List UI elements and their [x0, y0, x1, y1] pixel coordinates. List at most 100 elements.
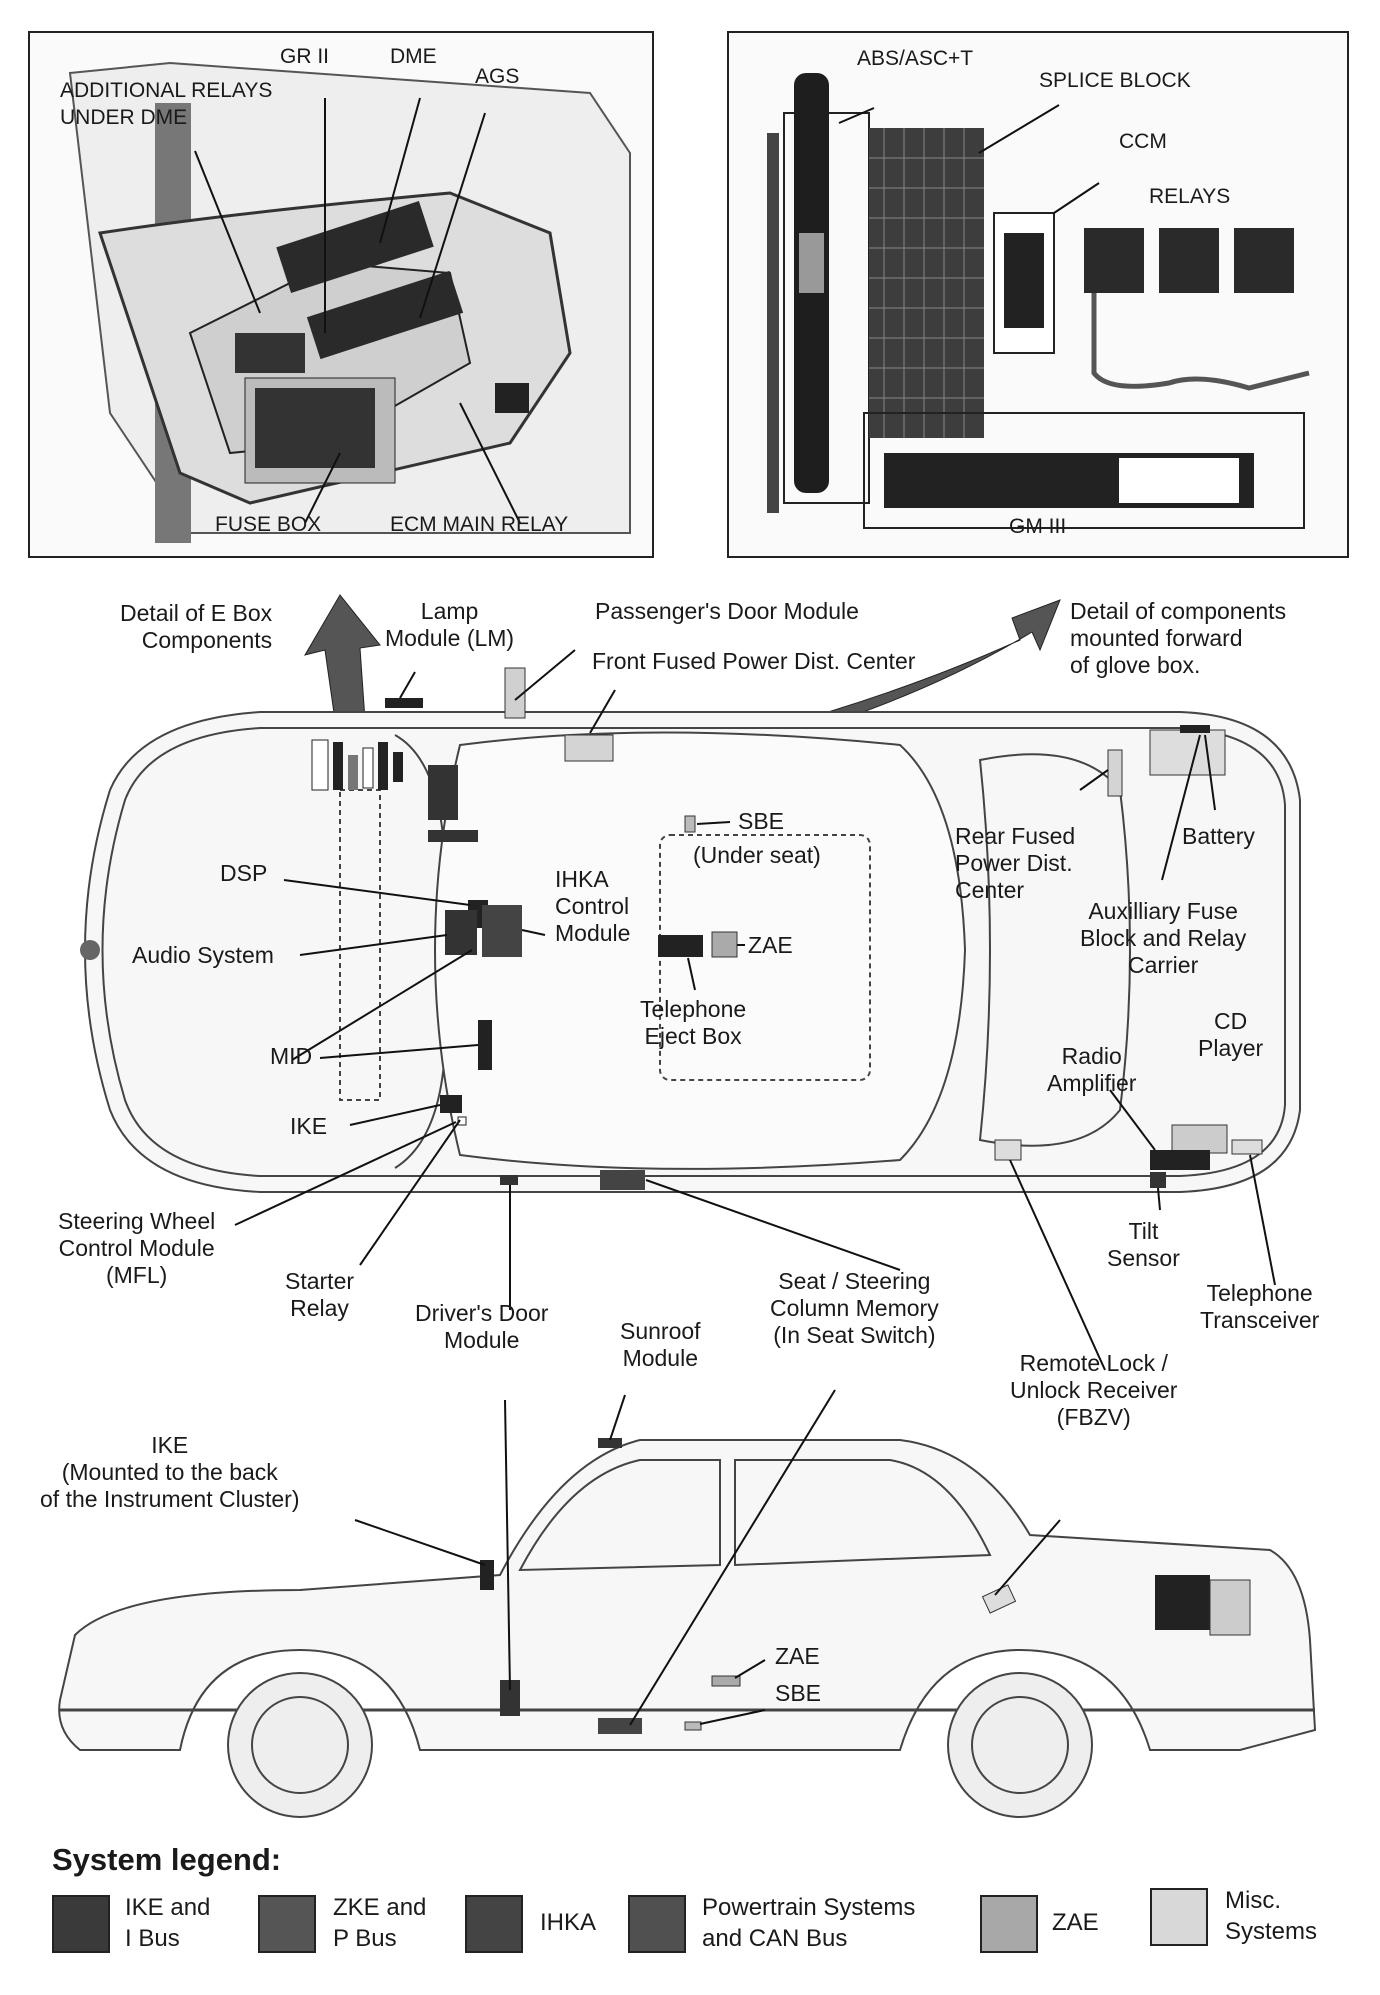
- callout-battery: Battery: [1182, 823, 1255, 849]
- callout-lamp-module: Lamp Module (LM): [385, 598, 515, 651]
- glovebox-illustration: [767, 73, 1310, 529]
- callout-radio-amplifier: Radio Amplifier: [1047, 1043, 1137, 1096]
- glovebox-detail-panel: ABS/ASC+T SPLICE BLOCK CCM RELAYS GM III: [727, 31, 1349, 558]
- aux-fuse-block: [1180, 725, 1210, 733]
- radio-amplifier: [1150, 1150, 1210, 1170]
- front-fused-pdc: [564, 734, 614, 762]
- callout-detail-ebox: Detail of E Box Components: [120, 600, 273, 653]
- sbe-top-sensor: [684, 815, 696, 833]
- legend-swatch-misc: [1150, 1888, 1208, 1946]
- ike-side-unit: [480, 1560, 494, 1590]
- legend-label-ike: IKE and I Bus: [125, 1894, 211, 1952]
- callout-cd-player: CD Player: [1198, 1008, 1264, 1061]
- callout-dsp: DSP: [220, 860, 268, 886]
- center-console-components: [428, 765, 478, 842]
- callout-front-fused: Front Fused Power Dist. Center: [592, 648, 916, 674]
- callout-ike-side: IKE (Mounted to the back of the Instrume…: [40, 1432, 300, 1512]
- legend-label-ihka: IHKA: [540, 1909, 597, 1936]
- legend-swatch-zke: [258, 1895, 316, 1953]
- callout-mid: MID: [270, 1043, 313, 1069]
- ihka-control-module: [482, 905, 522, 957]
- trunk-components: [1155, 1575, 1251, 1636]
- side-view-leader-lines: [354, 1389, 1061, 1726]
- callout-remote-lock: Remote Lock / Unlock Receiver (FBZV): [1010, 1350, 1178, 1430]
- dme-unit: [276, 200, 434, 294]
- abs-label: ABS/ASC+T: [857, 47, 974, 70]
- callout-under-seat: (Under seat): [693, 842, 821, 868]
- ecm-main-relay: [495, 383, 529, 413]
- callout-steering-wheel: Steering Wheel Control Module (MFL): [58, 1208, 216, 1288]
- splice-block: [869, 128, 984, 438]
- telephone-transceiver: [1231, 1139, 1263, 1155]
- additional-relays-label: ADDITIONAL RELAYS UNDER DME: [60, 79, 273, 129]
- ike-top-unit: [440, 1095, 462, 1113]
- remote-lock-side: [981, 1584, 1017, 1614]
- relay-2: [1159, 228, 1219, 293]
- zae-top-unit: [711, 931, 738, 958]
- callout-zae-top: ZAE: [748, 932, 793, 958]
- gm3-label: GM III: [1009, 515, 1067, 538]
- legend-label-zke: ZKE and P Bus: [333, 1894, 427, 1952]
- drivers-door-module: [500, 1680, 520, 1716]
- relay-1: [1084, 228, 1144, 293]
- ebox-components: [311, 739, 403, 791]
- callout-sunroof: Sunroof Module: [620, 1318, 701, 1371]
- callout-passenger-door: Passenger's Door Module: [595, 598, 859, 624]
- relay-3: [1234, 228, 1294, 293]
- legend-label-misc: Misc. Systems: [1225, 1887, 1318, 1945]
- callout-drivers-door: Driver's Door Module: [415, 1300, 549, 1353]
- callout-tilt-sensor: Tilt Sensor: [1107, 1218, 1180, 1271]
- gr2-label: GR II: [280, 45, 330, 68]
- mid-unit: [478, 1020, 492, 1070]
- lamp-module: [385, 698, 423, 708]
- starter-relay: [500, 1175, 518, 1185]
- legend-label-powertrain: Powertrain Systems and CAN Bus: [702, 1894, 916, 1952]
- callout-ike-top: IKE: [290, 1113, 328, 1139]
- ebox-illustration: [68, 61, 631, 543]
- gr2-unit: [235, 333, 305, 373]
- ags-label: AGS: [475, 65, 520, 88]
- passenger-door-module: [504, 667, 526, 719]
- ccm-label: CCM: [1119, 130, 1167, 153]
- ecm-main-relay-label: ECM MAIN RELAY: [390, 513, 569, 536]
- seat-memory-side: [598, 1718, 642, 1734]
- ags-unit: [306, 270, 464, 360]
- ebox-detail-panel: ADDITIONAL RELAYS UNDER DME GR II DME AG…: [28, 31, 654, 558]
- legend-swatch-ihka: [465, 1895, 523, 1953]
- fuse-box: [244, 377, 396, 484]
- steering-wheel-control-module: [457, 1116, 467, 1126]
- callout-aux-fuse: Auxilliary Fuse Block and Relay Carrier: [1080, 898, 1247, 978]
- callout-telephone-eject: Telephone Eject Box: [640, 996, 747, 1049]
- arrow-to-ebox: [303, 594, 381, 721]
- legend-swatch-ike: [52, 1895, 110, 1953]
- dme-label: DME: [390, 45, 437, 68]
- callout-audio-system: Audio System: [132, 942, 274, 968]
- callout-zae-side: ZAE: [775, 1643, 820, 1669]
- callout-ihka: IHKA Control Module: [555, 866, 631, 946]
- legend-swatch-powertrain: [628, 1895, 686, 1953]
- seat-memory-module: [600, 1170, 645, 1190]
- legend-title: System legend:: [52, 1842, 282, 1877]
- relays-label: RELAYS: [1149, 185, 1231, 208]
- telephone-eject-box: [658, 935, 703, 957]
- callout-sbe-top: SBE: [738, 808, 785, 834]
- remote-lock-receiver: [994, 1139, 1022, 1161]
- legend-label-zae: ZAE: [1052, 1909, 1099, 1936]
- callout-sbe-side: SBE: [775, 1680, 822, 1706]
- splice-block-label: SPLICE BLOCK: [1039, 69, 1191, 92]
- battery: [1149, 729, 1226, 776]
- car-side-view: [58, 1439, 1317, 1818]
- fuse-box-label: FUSE BOX: [215, 513, 322, 536]
- callout-detail-forward: Detail of components mounted forward of …: [1070, 598, 1287, 678]
- callout-starter-relay: Starter Relay: [285, 1268, 355, 1321]
- rear-fused-pdc: [1107, 749, 1123, 797]
- ccm-module: [1004, 233, 1044, 328]
- callout-rear-fused: Rear Fused Power Dist. Center: [955, 823, 1076, 903]
- zae-side-unit: [711, 1675, 741, 1687]
- callout-seat-steering: Seat / Steering Column Memory (In Seat S…: [770, 1268, 939, 1348]
- sunroof-module: [598, 1438, 622, 1448]
- sbe-side-sensor: [684, 1721, 702, 1731]
- top-view-leader-lines: [234, 649, 1276, 1371]
